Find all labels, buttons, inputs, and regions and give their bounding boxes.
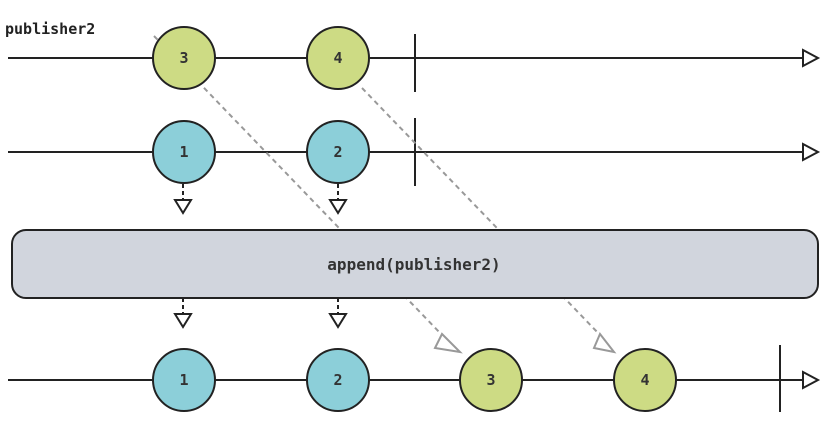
arrow-in-2-head: [328, 199, 348, 215]
lane-label-publisher2: publisher2: [5, 20, 95, 38]
marble-label: 3: [486, 371, 495, 389]
dashed-arrow-3: [153, 35, 444, 337]
marble-label: 1: [179, 371, 188, 389]
dashed-arrow-4: [361, 87, 602, 337]
operator-label: append(publisher2): [327, 255, 500, 274]
marble-output-2: 2: [306, 348, 370, 412]
dashed-emission-arrows: [153, 35, 617, 354]
arrow-out-1-head: [173, 313, 193, 329]
arrow-in-1-head: [173, 199, 193, 215]
marble-label: 2: [333, 371, 342, 389]
marble-circle: [613, 348, 677, 412]
marble-output-4: 4: [613, 348, 677, 412]
timeline-arrowhead: [802, 142, 821, 162]
marble-circle: [152, 348, 216, 412]
marble-label: 1: [179, 143, 188, 161]
marble-label: 4: [333, 49, 342, 67]
marble-label: 4: [640, 371, 649, 389]
dashed-arrowhead-3: [433, 332, 463, 354]
dashed-arrowhead-4: [592, 332, 617, 354]
operator-box: append(publisher2): [11, 229, 819, 299]
vertical-arrows: [173, 184, 348, 329]
marble-publisher2-a: 3: [152, 26, 216, 90]
marble-circle: [152, 26, 216, 90]
marble-label: 2: [333, 143, 342, 161]
lane-publisher1: [8, 118, 821, 186]
marble-label: 3: [179, 49, 188, 67]
marble-circle: [152, 120, 216, 184]
arrow-out-2-head: [328, 313, 348, 329]
marble-circle: [306, 348, 370, 412]
marble-publisher2-b: 4: [306, 26, 370, 90]
marble-output-3: 3: [459, 348, 523, 412]
marble-circle: [459, 348, 523, 412]
marble-publisher1-b: 2: [306, 120, 370, 184]
lane-output: [8, 345, 821, 412]
marble-output-1: 1: [152, 348, 216, 412]
marble-publisher1-a: 1: [152, 120, 216, 184]
lane-publisher2: publisher2: [5, 20, 821, 92]
marble-circle: [306, 120, 370, 184]
marble-circle: [306, 26, 370, 90]
operator-rect: [11, 229, 819, 299]
timeline-arrowhead: [802, 370, 821, 390]
timeline-arrowhead: [802, 48, 821, 68]
